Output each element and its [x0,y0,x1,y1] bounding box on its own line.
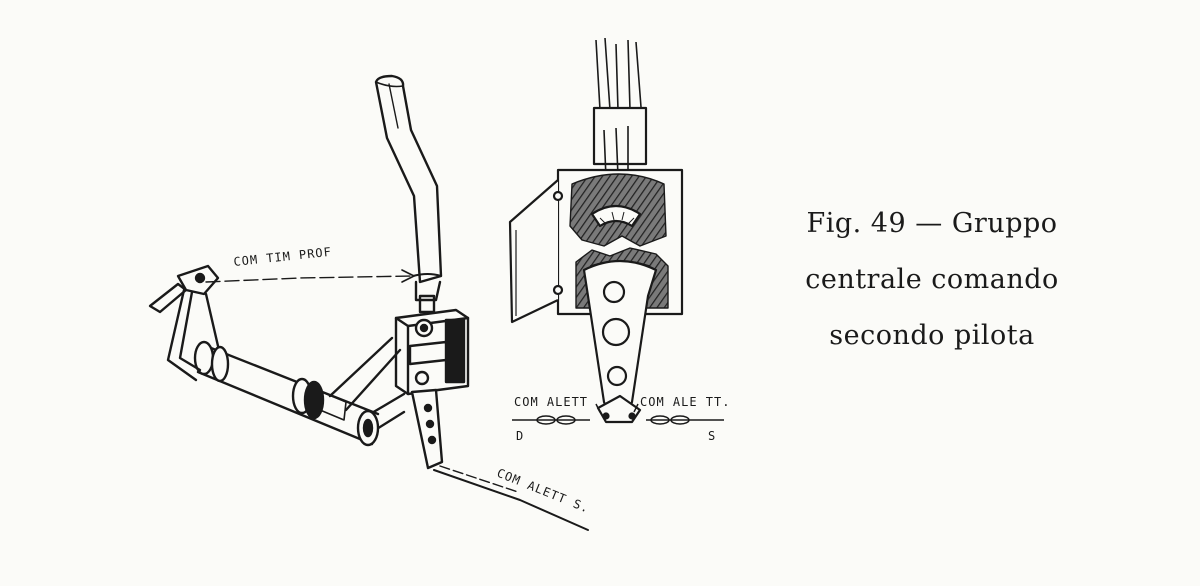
lower-lever [410,388,589,531]
leader-line-com-tim [205,275,413,283]
leader-arrow [401,269,415,283]
label-com-tim-prof: COM TIM PROF [233,245,333,269]
diagonal-strut [328,336,402,412]
label-com-alett-left: COM ALETT [514,395,588,409]
sector-arm [582,260,658,424]
torque-tube [193,340,380,447]
label-mark-d: D [516,429,524,443]
label-com-alett-right: COM ALE TT. [640,395,730,409]
aileron-chain [512,403,724,425]
figure-caption: Fig. 49 — Gruppo centrale comando second… [782,196,1082,364]
caption-line-2: centrale comando [805,264,1059,295]
pivot-block [394,308,470,396]
caption-line-3: secondo pilota [829,320,1035,351]
bell-crank [148,264,220,382]
gear-sector-detail [508,37,724,425]
label-mark-s: S [708,429,716,443]
label-com-alett-s: COM ALETT S. [495,466,592,516]
control-column-assembly [148,74,589,531]
control-stick [374,74,443,314]
caption-line-1: Fig. 49 — Gruppo [806,208,1058,239]
upper-sector [590,204,642,228]
column-shaft [592,37,648,179]
side-bracket [508,179,559,324]
